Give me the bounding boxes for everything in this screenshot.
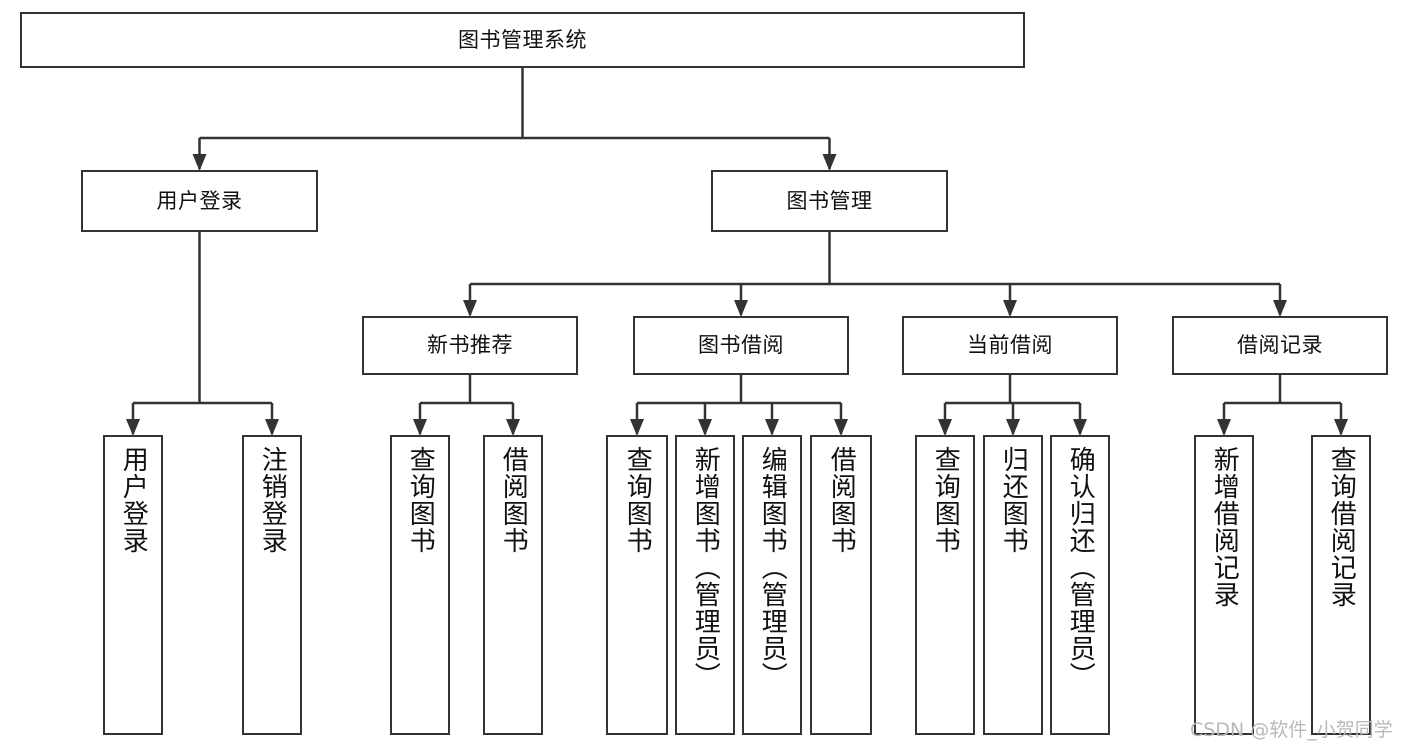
node-label: 借阅图书 <box>498 446 529 554</box>
node-label: 编辑图书（管理员） <box>757 446 788 689</box>
node-label: 查询图书 <box>622 446 653 554</box>
node-leaf-new-1[interactable]: 查询图书 <box>390 435 450 735</box>
node-leaf-bor-1[interactable]: 查询图书 <box>606 435 668 735</box>
arrow-head <box>765 419 779 436</box>
node-label: 图书管理 <box>786 188 873 213</box>
arrow-head <box>506 419 520 436</box>
node-current[interactable]: 当前借阅 <box>902 316 1118 375</box>
node-label: 图书借阅 <box>698 333 784 358</box>
node-leaf-new-2[interactable]: 借阅图书 <box>483 435 543 735</box>
node-label: 查询借阅记录 <box>1326 446 1357 608</box>
arrow-head <box>126 419 140 436</box>
arrow-head <box>698 419 712 436</box>
arrow-head <box>1073 419 1087 436</box>
node-label: 借阅图书 <box>826 446 857 554</box>
arrow-head <box>265 419 279 436</box>
node-label: 用户登录 <box>118 446 149 554</box>
node-borrow[interactable]: 图书借阅 <box>633 316 849 375</box>
node-label: 新书推荐 <box>427 333 513 358</box>
node-leaf-login-1[interactable]: 用户登录 <box>103 435 163 735</box>
arrow-head <box>734 300 748 317</box>
arrow-head <box>1273 300 1287 317</box>
node-leaf-bor-2[interactable]: 新增图书（管理员） <box>675 435 735 735</box>
node-label: 借阅记录 <box>1237 333 1323 358</box>
node-label: 当前借阅 <box>967 333 1053 358</box>
node-label: 用户登录 <box>156 188 243 213</box>
arrow-head <box>1006 419 1020 436</box>
node-leaf-cur-1[interactable]: 查询图书 <box>915 435 975 735</box>
arrow-head <box>834 419 848 436</box>
node-leaf-bor-3[interactable]: 编辑图书（管理员） <box>742 435 802 735</box>
node-label: 图书管理系统 <box>458 27 587 52</box>
node-leaf-cur-2[interactable]: 归还图书 <box>983 435 1043 735</box>
node-leaf-rec-2[interactable]: 查询借阅记录 <box>1311 435 1371 735</box>
arrow-head <box>463 300 477 317</box>
arrow-head <box>1003 300 1017 317</box>
node-login[interactable]: 用户登录 <box>81 170 318 232</box>
arrow-head <box>1217 419 1231 436</box>
arrow-head <box>630 419 644 436</box>
node-leaf-rec-1[interactable]: 新增借阅记录 <box>1194 435 1254 735</box>
arrow-head <box>1334 419 1348 436</box>
node-records[interactable]: 借阅记录 <box>1172 316 1388 375</box>
node-label: 新增借阅记录 <box>1209 446 1240 608</box>
node-leaf-bor-4[interactable]: 借阅图书 <box>810 435 872 735</box>
arrow-head <box>413 419 427 436</box>
arrow-head <box>822 154 837 171</box>
node-root[interactable]: 图书管理系统 <box>20 12 1025 68</box>
node-newbook[interactable]: 新书推荐 <box>362 316 578 375</box>
arrow-head <box>938 419 952 436</box>
watermark-text: CSDN @软件_小贺同学 <box>1190 719 1393 741</box>
node-label: 新增图书（管理员） <box>690 446 721 689</box>
node-leaf-login-2[interactable]: 注销登录 <box>242 435 302 735</box>
node-leaf-cur-3[interactable]: 确认归还（管理员） <box>1050 435 1110 735</box>
node-bookmgmt[interactable]: 图书管理 <box>711 170 948 232</box>
arrow-head <box>192 154 207 171</box>
node-label: 查询图书 <box>405 446 436 554</box>
node-label: 确认归还（管理员） <box>1065 446 1096 689</box>
node-label: 归还图书 <box>998 446 1029 554</box>
node-label: 注销登录 <box>257 446 288 554</box>
node-label: 查询图书 <box>930 446 961 554</box>
